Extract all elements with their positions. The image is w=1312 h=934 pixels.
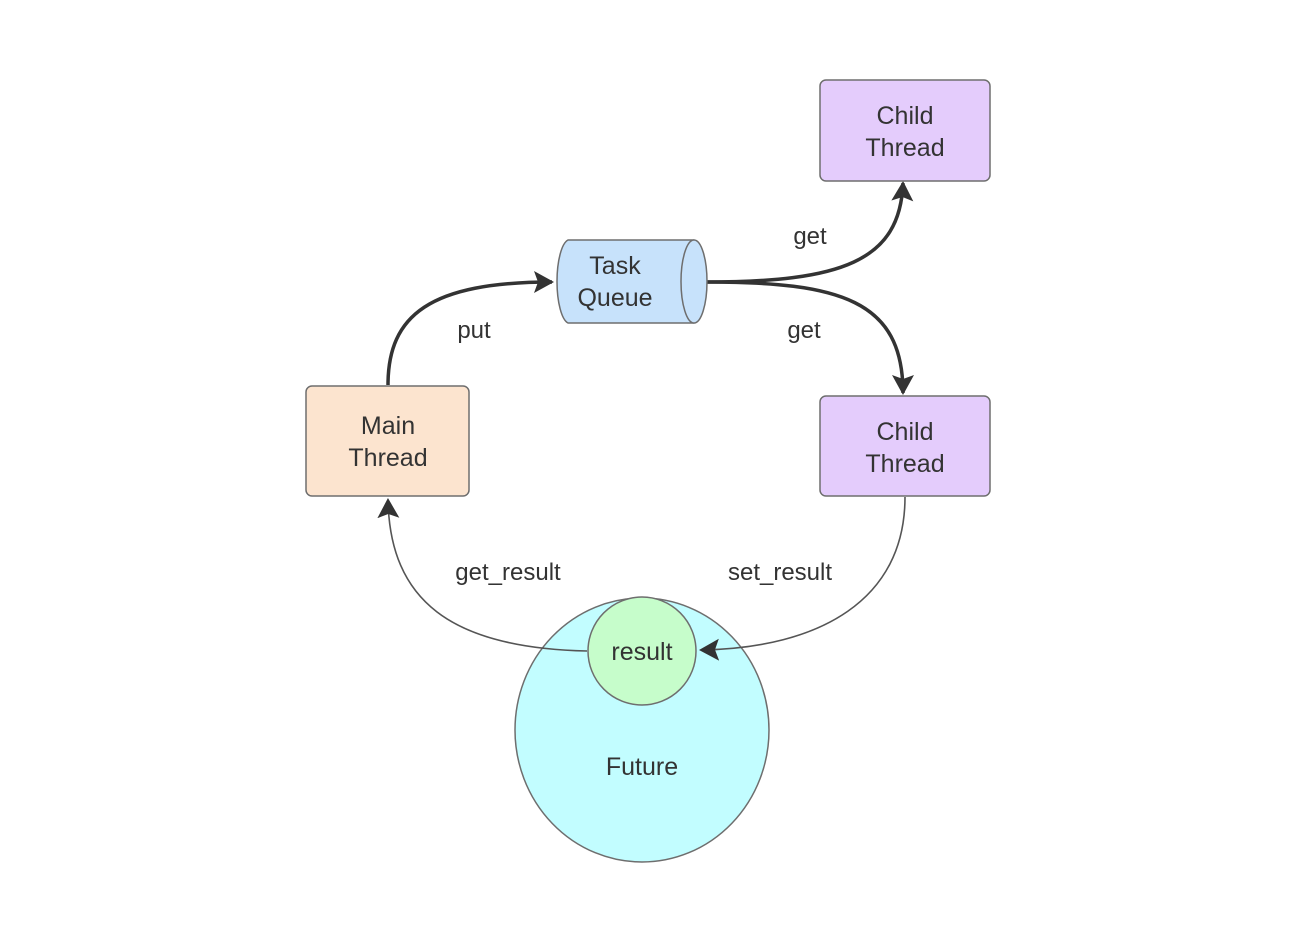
child-thread-top-shape (819, 79, 991, 182)
task-queue-cap (680, 239, 708, 324)
child-thread-top-line2: Thread (865, 134, 944, 162)
edge-label-set-result: set_result (728, 559, 832, 586)
result-node[interactable]: result (587, 596, 697, 706)
child-thread-mid-line2: Thread (865, 450, 944, 478)
main-thread-shape (305, 385, 470, 497)
result-label: result (611, 638, 672, 666)
edge-label-put: put (457, 317, 491, 344)
task-queue-node[interactable]: Task Queue (556, 239, 708, 324)
edge-get-result (377, 498, 588, 652)
child-thread-mid-node[interactable]: Child Thread (819, 395, 991, 497)
result-shape (587, 596, 697, 706)
child-thread-top-node[interactable]: Child Thread (819, 79, 991, 182)
future-node[interactable]: Future (514, 597, 770, 863)
future-label: Future (606, 753, 678, 781)
main-thread-line2: Thread (348, 444, 427, 472)
edge-label-get-mid: get (787, 317, 821, 344)
child-thread-top-line1: Child (877, 102, 934, 130)
edge-label-get-result: get_result (455, 559, 561, 586)
edge-get-top (705, 181, 914, 284)
child-thread-mid-line1: Child (877, 418, 934, 446)
edge-label-get-top: get (793, 223, 827, 250)
edge-set-result (699, 496, 906, 661)
task-queue-line1: Task (589, 252, 641, 280)
child-thread-mid-shape (819, 395, 991, 497)
edge-get-mid (705, 280, 914, 395)
edge-put (386, 271, 554, 386)
main-thread-line1: Main (361, 412, 415, 440)
task-queue-line2: Queue (577, 284, 652, 312)
main-thread-node[interactable]: Main Thread (305, 385, 470, 497)
